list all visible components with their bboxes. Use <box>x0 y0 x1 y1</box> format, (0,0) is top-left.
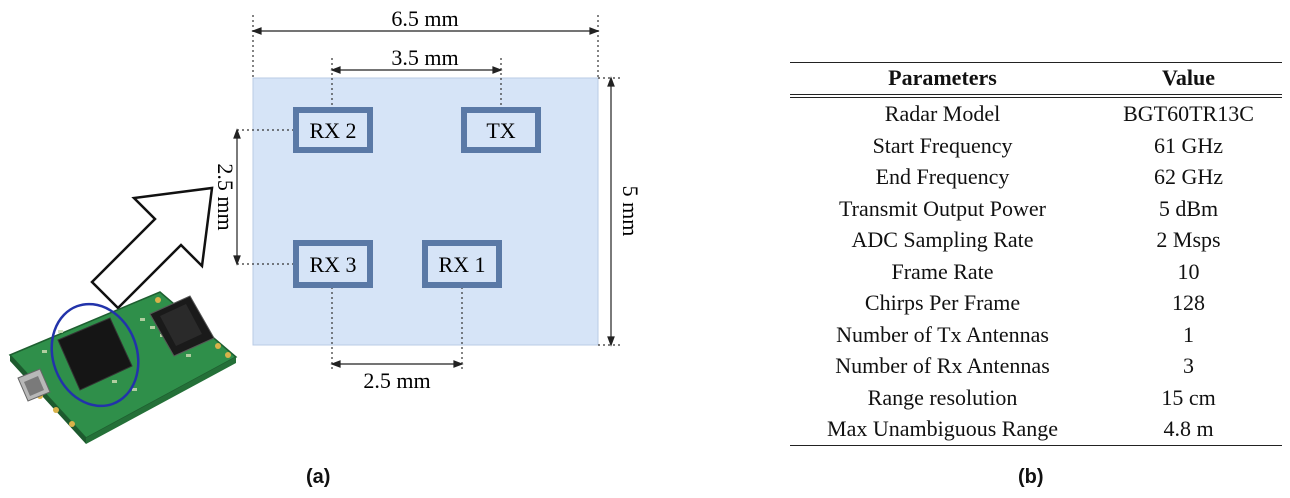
table-row: Frame Rate 10 <box>790 256 1282 288</box>
dim-label-height-total: 5 mm <box>618 186 643 237</box>
param-cell: End Frequency <box>875 164 1010 189</box>
param-cell: ADC Sampling Rate <box>851 227 1034 252</box>
caption-a: (a) <box>306 466 331 488</box>
caption-b: (b) <box>1018 466 1044 488</box>
value-cell: 1 <box>1183 321 1195 347</box>
antenna-tx-label: TX <box>486 118 515 143</box>
antenna-rx3: RX 3 <box>293 240 373 288</box>
extension-lines <box>237 15 620 372</box>
value-cell: 5 dBm <box>1158 195 1219 221</box>
value-cell: 3 <box>1183 353 1195 378</box>
antenna-rx2-label: RX 2 <box>309 118 356 143</box>
antenna-rx1-label: RX 1 <box>438 252 485 277</box>
radar-board-photo <box>8 291 238 444</box>
param-cell: Radar Model <box>884 101 1001 126</box>
param-cell: Start Frequency <box>872 132 1013 158</box>
param-cell: Transmit Output Power <box>839 195 1046 221</box>
arrow-icon <box>90 186 214 310</box>
column-header-parameters: Parameters <box>790 62 1096 98</box>
value-cell: 15 cm <box>1161 384 1216 410</box>
value-cell: 10 <box>1177 258 1200 284</box>
value-cell: 62 GHz <box>1153 164 1224 189</box>
table-row: Start Frequency 61 GHz <box>790 130 1282 162</box>
param-cell: Max Unambiguous Range <box>790 413 1096 446</box>
column-header-value: Value <box>1095 62 1282 98</box>
dim-label-width-tx-rx2: 3.5 mm <box>391 45 458 70</box>
param-cell: Chirps Per Frame <box>864 290 1021 315</box>
value-cell: 2 Msps <box>1156 227 1221 252</box>
param-cell: Range resolution <box>867 384 1018 410</box>
table-row: Number of Tx Antennas 1 <box>790 319 1282 351</box>
param-cell: Frame Rate <box>891 258 994 284</box>
param-cell: Number of Rx Antennas <box>835 353 1050 378</box>
table-row: Transmit Output Power 5 dBm <box>790 193 1282 225</box>
antenna-rx1: RX 1 <box>422 240 502 288</box>
value-cell: 61 GHz <box>1153 132 1224 158</box>
dim-label-width-total: 6.5 mm <box>391 6 458 31</box>
table-row: Max Unambiguous Range 4.8 m <box>790 413 1282 446</box>
table-row: Number of Rx Antennas 3 <box>790 350 1282 382</box>
param-cell: Number of Tx Antennas <box>836 321 1049 347</box>
table-row: End Frequency 62 GHz <box>790 161 1282 193</box>
value-cell: 128 <box>1172 290 1206 315</box>
antenna-layout-diagram: 6.5 mm 3.5 mm 2.5 mm 5 mm 2.5 mm RX 2 TX… <box>8 6 643 444</box>
table-row: Radar Model BGT60TR13C <box>790 96 1282 130</box>
table-header-row: Parameters Value <box>790 62 1282 98</box>
antenna-tx: TX <box>461 107 541 153</box>
dim-label-width-rx: 2.5 mm <box>363 368 430 393</box>
dimension-lines <box>233 27 615 368</box>
value-cell: BGT60TR13C <box>1123 101 1254 126</box>
value-cell: 4.8 m <box>1095 413 1282 446</box>
table-row: Range resolution 15 cm <box>790 382 1282 414</box>
table-row: ADC Sampling Rate 2 Msps <box>790 224 1282 256</box>
table-row: Chirps Per Frame 128 <box>790 287 1282 319</box>
dim-label-height-rx: 2.5 mm <box>213 163 238 230</box>
antenna-plane <box>252 77 599 346</box>
antenna-rx3-label: RX 3 <box>309 252 356 277</box>
radar-parameters-table: Parameters Value Radar Model BGT60TR13C … <box>790 62 1282 446</box>
antenna-rx2: RX 2 <box>293 107 373 153</box>
